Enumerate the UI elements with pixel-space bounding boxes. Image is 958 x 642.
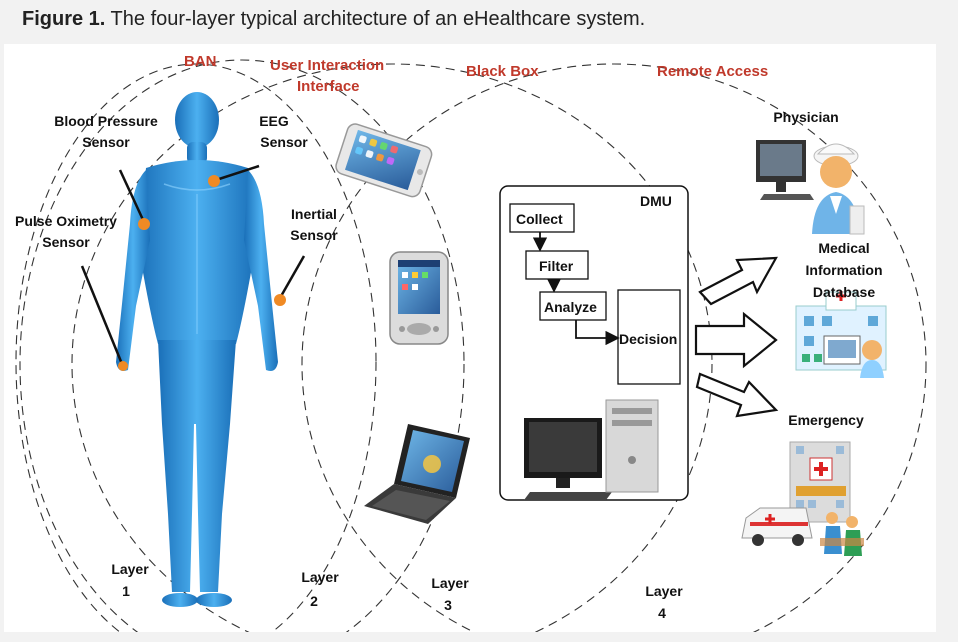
physician-icon [756,140,865,235]
blood-pressure-sensor-dot [138,218,150,230]
caption-text: The four-layer typical architecture of a… [105,8,646,30]
layer-4-number: 4 [658,605,666,621]
remote-access-header: Remote Access [657,63,768,80]
arrow-to-database [694,311,778,369]
layer-3-number: 3 [444,597,452,613]
analyze-box [539,291,607,321]
diagram-panel: BAN User Interaction Interface Black Box… [4,44,936,632]
layer-boundaries [15,59,927,632]
figure-caption: Figure 1. The four-layer typical archite… [22,8,645,31]
layer-2-number: 2 [310,593,318,609]
dmu-flow: Collect Filter Analyze Decision [509,203,681,385]
uii-header-line1: User Interaction [270,57,384,74]
pulse-oximetry-sensor-dot [118,361,128,371]
filter-box [525,250,589,280]
medical-label-3: Database [813,284,875,300]
layer-4-word: Layer [645,583,683,599]
eeg-label-1: EEG [259,113,289,129]
ban-header: BAN [184,53,217,70]
desktop-computer-icon [524,399,659,500]
black-box-header: Black Box [466,63,539,80]
remote-access-boundary [301,63,927,632]
uii-boundary [19,59,465,632]
collect-box [509,203,575,233]
architecture-diagram: BAN User Interaction Interface Black Box… [15,53,927,632]
emergency-label: Emergency [788,412,864,428]
blood-pressure-label-2: Sensor [82,134,130,150]
medical-label-1: Medical [818,240,869,256]
uii-header-line2: Interface [297,78,360,95]
eeg-label-2: Sensor [260,134,308,150]
layer-3-word: Layer [431,575,469,591]
inertial-sensor-dot [274,294,286,306]
black-box-boundary [71,63,713,632]
layer-1-number: 1 [122,583,130,599]
output-arrows [694,256,779,418]
pulse-oximetry-label-1: Pulse Oximetry [15,213,117,229]
arrow-to-emergency [695,372,779,418]
pda-icon [389,251,449,345]
ban-boundary [15,63,377,632]
decision-label: Decision [619,331,677,347]
medical-database-icon [795,291,887,378]
eeg-sensor-dot [208,175,220,187]
dmu-title: DMU [640,193,672,209]
physician-label: Physician [773,109,838,125]
pulse-oximetry-label-2: Sensor [42,234,90,250]
sensor-pointers [80,164,306,371]
smartphone-icon [335,123,433,198]
inertial-label-1: Inertial [291,206,337,222]
decision-box [617,289,681,385]
layer-2-word: Layer [301,569,339,585]
blood-pressure-label-1: Blood Pressure [54,113,158,129]
emergency-icon [741,441,864,556]
collect-label: Collect [516,211,563,227]
human-body-figure [116,92,278,607]
arrow-to-physician [698,256,778,306]
medical-label-2: Information [806,262,883,278]
inertial-label-2: Sensor [290,227,338,243]
analyze-label: Analyze [544,299,597,315]
layer-1-word: Layer [111,561,149,577]
caption-label: Figure 1. [22,8,106,30]
filter-label: Filter [539,258,574,274]
laptop-icon [364,424,470,524]
